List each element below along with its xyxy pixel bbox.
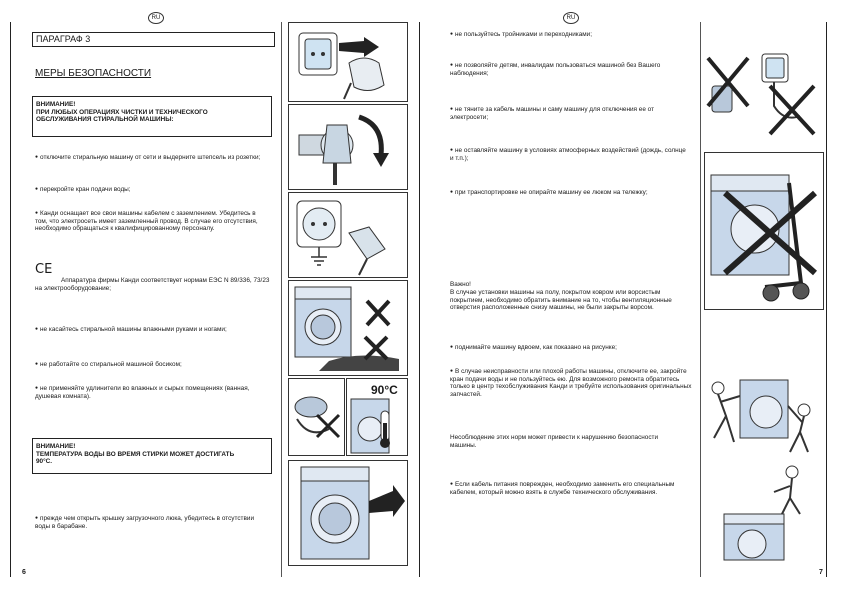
plug-socket-icon (298, 32, 385, 100)
page-title: МЕРЫ БЕЗОПАСНОСТИ (35, 68, 152, 79)
important-body: В случае установки машины на полу, покры… (450, 289, 672, 312)
bullet-barefoot: не работайте со стиральной машиной босик… (35, 361, 263, 369)
two-people-lifting-icon (711, 379, 811, 453)
bullet-check-drum-water: прежде чем открыть крышку загрузочного л… (35, 515, 270, 530)
illustration-extension-cord (288, 378, 345, 456)
bullet-pull-cable: не тяните за кабель машины и саму машину… (450, 106, 690, 121)
grounded-socket-icon (296, 200, 386, 276)
right-image-column-line (700, 22, 701, 577)
bullet-children: не позволяйте детям, инвалидам пользоват… (450, 62, 690, 77)
left-image-column-line (281, 22, 282, 577)
left-page-border (10, 22, 11, 577)
important-title: Важно! (450, 281, 471, 288)
illustration-transport-trolley (704, 152, 824, 310)
illustration-service-call (704, 464, 822, 564)
page-number-right: 7 (819, 569, 823, 576)
illustration-no-adapter-no-pull (704, 46, 822, 140)
bullet-close-tap: перекройте кран подачи воды; (35, 186, 265, 194)
bullet-grounding: Канди оснащает все свои машины кабелем с… (35, 210, 270, 233)
bullet-transport: при транспортировке не опирайте машину е… (450, 189, 675, 197)
bullet-malfunction: В случае неисправности или плохой работы… (450, 368, 692, 398)
trolley-crossed-icon (710, 174, 817, 302)
warning-body: ПРИ ЛЮБЫХ ОПЕРАЦИЯХ ЧИСТКИ И ТЕХНИЧЕСКОГ… (36, 108, 208, 124)
ce-mark: CE (35, 262, 53, 277)
technician-washing-machine-icon (723, 465, 801, 561)
washing-machine-wet-icon (294, 286, 399, 371)
temperature-label: 90°C (371, 383, 398, 397)
language-badge-left: RU (148, 12, 164, 24)
illustration-grounded-socket (288, 192, 408, 278)
bullet-damaged-cable: Если кабель питания поврежден, необходим… (450, 481, 690, 496)
illustration-unplug (288, 22, 408, 102)
warning-title: ВНИМАНИЕ! (36, 443, 76, 450)
bullet-unplug: отключите стиральную машину от сети и вы… (35, 154, 265, 162)
page-number-left: 6 (22, 569, 26, 576)
bullet-extension-cords: не применяйте удлинители во влажных и сы… (35, 385, 267, 400)
illustration-drum-check (288, 460, 408, 566)
thermometer-icon (350, 398, 390, 454)
bullet-weather: не оставляйте машину в условиях атмосфер… (450, 147, 690, 162)
warning-box-temperature: ВНИМАНИЕ! ТЕМПЕРАТУРА ВОДЫ ВО ВРЕМЯ СТИР… (32, 438, 272, 474)
extension-cord-icon (294, 396, 341, 439)
bullet-lift-together: поднимайте машину вдвоем, как показано н… (450, 344, 690, 352)
illustration-water-tap (288, 104, 408, 190)
language-badge-right: RU (563, 12, 579, 24)
noncompliance-note: Несоблюдение этих норм может привести к … (450, 434, 659, 449)
bullet-wet-hands: не касайтесь стиральной машины влажными … (35, 326, 263, 334)
warning-box-cleaning: ВНИМАНИЕ! ПРИ ЛЮБЫХ ОПЕРАЦИЯХ ЧИСТКИ И Т… (32, 96, 272, 137)
center-divider (419, 22, 420, 577)
bullet-no-adapters: не пользуйтесь тройниками и переходникам… (450, 31, 690, 39)
paragraph-heading: ПАРАГРАФ 3 (32, 32, 275, 47)
illustration-hot-water: 90°C (346, 378, 408, 456)
washing-machine-door-icon (300, 466, 405, 560)
water-tap-icon (298, 114, 389, 185)
illustration-lift-together (704, 366, 822, 456)
crossed-adapter-icon (706, 53, 816, 136)
illustration-wet-hands (288, 280, 408, 376)
ce-compliance-text: Аппаратура фирмы Канди соответствует нор… (35, 277, 270, 292)
right-page-border (826, 22, 827, 577)
warning-title: ВНИМАНИЕ! (36, 101, 76, 108)
warning-body: ТЕМПЕРАТУРА ВОДЫ ВО ВРЕМЯ СТИРКИ МОЖЕТ Д… (36, 450, 235, 466)
